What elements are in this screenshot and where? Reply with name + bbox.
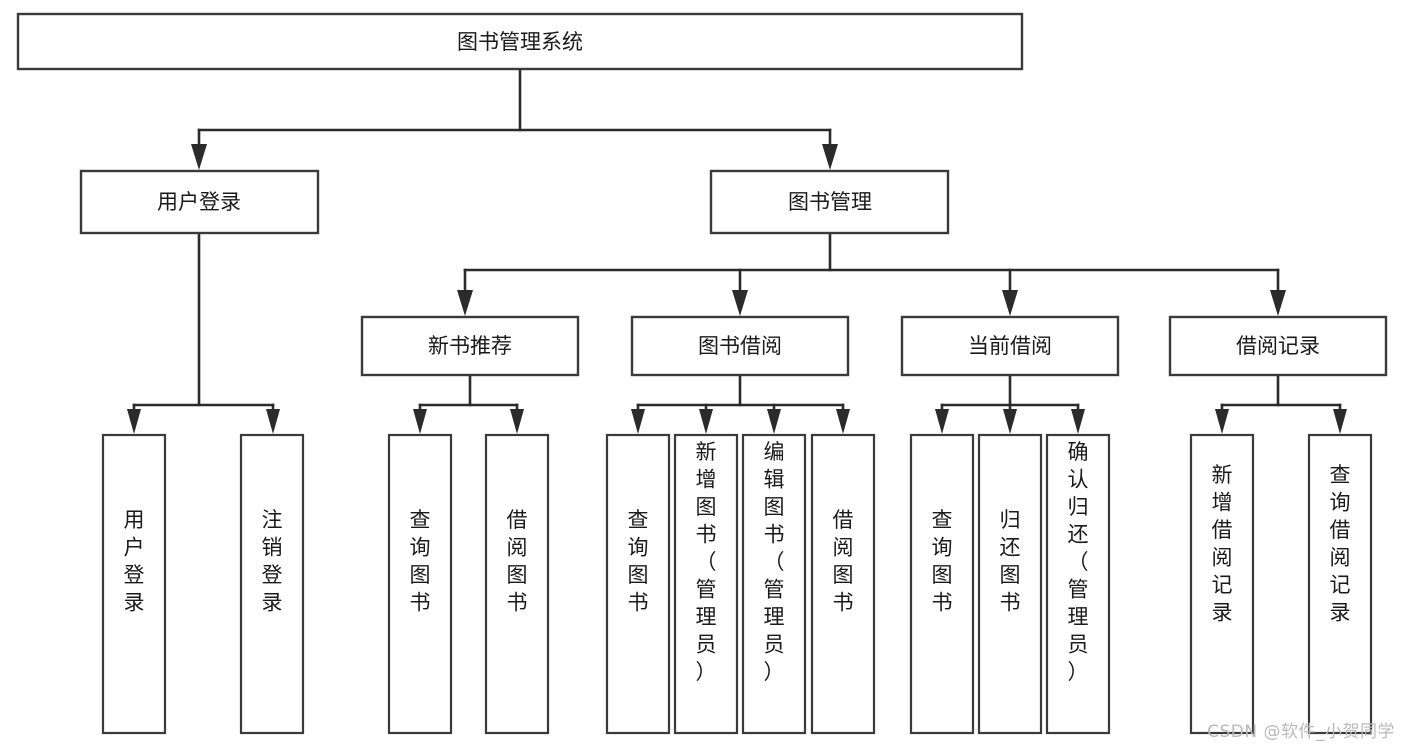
leaf-user-logout-box[interactable] [239,433,305,735]
arrow-leaf-add-book [699,409,713,434]
leaf-edit-book[interactable]: 编辑图书（管理员） [741,433,807,735]
leaf-return-book-box[interactable] [977,433,1043,735]
leaf-query-book-2-box[interactable] [605,433,671,735]
leaf-add-book-label: 新增图书（管理员） [696,440,717,684]
leaf-borrow-book-1-label: 借阅图书 [507,508,528,615]
leaf-user-login-label: 用户登录 [124,508,145,615]
leaf-borrow-book-2[interactable]: 借阅图书 [810,433,876,735]
leaf-query-book-2[interactable]: 查询图书 [605,433,671,735]
csdn-watermark: CSDN @软件_小贺同学 [1207,722,1395,742]
leaf-add-book[interactable]: 新增图书（管理员） [673,433,739,735]
node-borrow-record[interactable]: 借阅记录 [1168,315,1388,377]
arrow-leaf-borrow-book-1 [510,409,524,434]
leaf-user-login[interactable]: 用户登录 [101,433,167,735]
leaf-edit-book-label: 编辑图书（管理员） [764,440,785,684]
leaf-add-record-box[interactable] [1189,433,1255,735]
arrow-leaf-edit-book [767,409,781,434]
arrow-leaf-query-book-3 [935,409,949,434]
connector-group-new-book-recommend [413,373,524,434]
leaf-user-logout-label: 注销登录 [262,508,283,615]
leaf-return-book-label: 归还图书 [1000,508,1021,615]
arrow-book-borrow [732,290,748,316]
arrow-leaf-confirm-return [1071,409,1085,434]
leaf-query-book-1[interactable]: 查询图书 [387,433,453,735]
leaf-borrow-book-1-box[interactable] [484,433,550,735]
arrow-leaf-user-logout [266,409,280,434]
connector-group-borrow-record [1215,373,1347,434]
leaf-add-book-box[interactable] [673,433,739,735]
arrow-leaf-add-record [1215,409,1229,434]
leaf-query-book-1-label: 查询图书 [410,508,431,615]
leaf-query-book-3-label: 查询图书 [932,508,953,615]
leaf-query-book-3[interactable]: 查询图书 [909,433,975,735]
arrow-user-login [191,144,207,170]
node-book-manage[interactable]: 图书管理 [709,169,950,235]
leaf-borrow-book-2-box[interactable] [810,433,876,735]
node-book-borrow-box[interactable] [630,315,850,377]
leaf-query-record[interactable]: 查询借阅记录 [1307,433,1373,735]
connector-group-current-borrow [935,373,1085,434]
node-user-login-label: 用户登录 [157,190,241,214]
connector-group-book-borrow [631,373,850,434]
leaf-user-logout[interactable]: 注销登录 [239,433,305,735]
arrow-leaf-borrow-book-2 [836,409,850,434]
node-new-book-recommend-box[interactable] [360,315,580,377]
leaf-query-record-box[interactable] [1307,433,1373,735]
arrow-new-book-recommend [457,290,473,316]
connector-group-user-login [127,231,280,434]
leaf-confirm-return-label: 确认归还（管理员） [1068,440,1089,684]
node-user-login-box[interactable] [79,169,320,235]
arrow-leaf-query-book-1 [413,409,427,434]
node-current-borrow[interactable]: 当前借阅 [900,315,1120,377]
leaf-query-book-3-box[interactable] [909,433,975,735]
node-book-borrow[interactable]: 图书借阅 [630,315,850,377]
leaf-query-book-2-label: 查询图书 [628,508,649,615]
node-new-book-recommend-label: 新书推荐 [428,334,512,358]
leaf-borrow-book-1[interactable]: 借阅图书 [484,433,550,735]
arrow-leaf-user-login [127,409,141,434]
arrow-leaf-query-record [1333,409,1347,434]
node-book-manage-label: 图书管理 [788,190,872,214]
arrow-book-manage [822,144,838,170]
leaf-query-book-1-box[interactable] [387,433,453,735]
node-book-manage-box[interactable] [709,169,950,235]
leaf-return-book[interactable]: 归还图书 [977,433,1043,735]
connector-group-book-manage [457,231,1286,316]
node-root[interactable]: 图书管理系统 [16,12,1024,71]
leaf-borrow-book-2-label: 借阅图书 [833,508,854,615]
node-borrow-record-label: 借阅记录 [1236,334,1320,358]
arrow-leaf-query-book-2 [631,409,645,434]
leaf-add-record-label: 新增借阅记录 [1212,463,1233,625]
node-current-borrow-box[interactable] [900,315,1120,377]
arrow-current-borrow [1002,290,1018,316]
arrow-leaf-return-book [1003,409,1017,434]
arrow-borrow-record [1270,290,1286,316]
leaf-user-login-box[interactable] [101,433,167,735]
node-root-box[interactable] [16,12,1024,71]
leaf-add-record[interactable]: 新增借阅记录 [1189,433,1255,735]
node-borrow-record-box[interactable] [1168,315,1388,377]
node-user-login[interactable]: 用户登录 [79,169,320,235]
node-new-book-recommend[interactable]: 新书推荐 [360,315,580,377]
node-root-label: 图书管理系统 [457,30,583,54]
leaf-confirm-return-box[interactable] [1045,433,1111,735]
leaf-query-record-label: 查询借阅记录 [1330,463,1351,625]
leaf-edit-book-box[interactable] [741,433,807,735]
node-current-borrow-label: 当前借阅 [968,334,1052,358]
connector-group-root [191,67,838,170]
node-book-borrow-label: 图书借阅 [698,334,782,358]
leaf-confirm-return[interactable]: 确认归还（管理员） [1045,433,1111,735]
